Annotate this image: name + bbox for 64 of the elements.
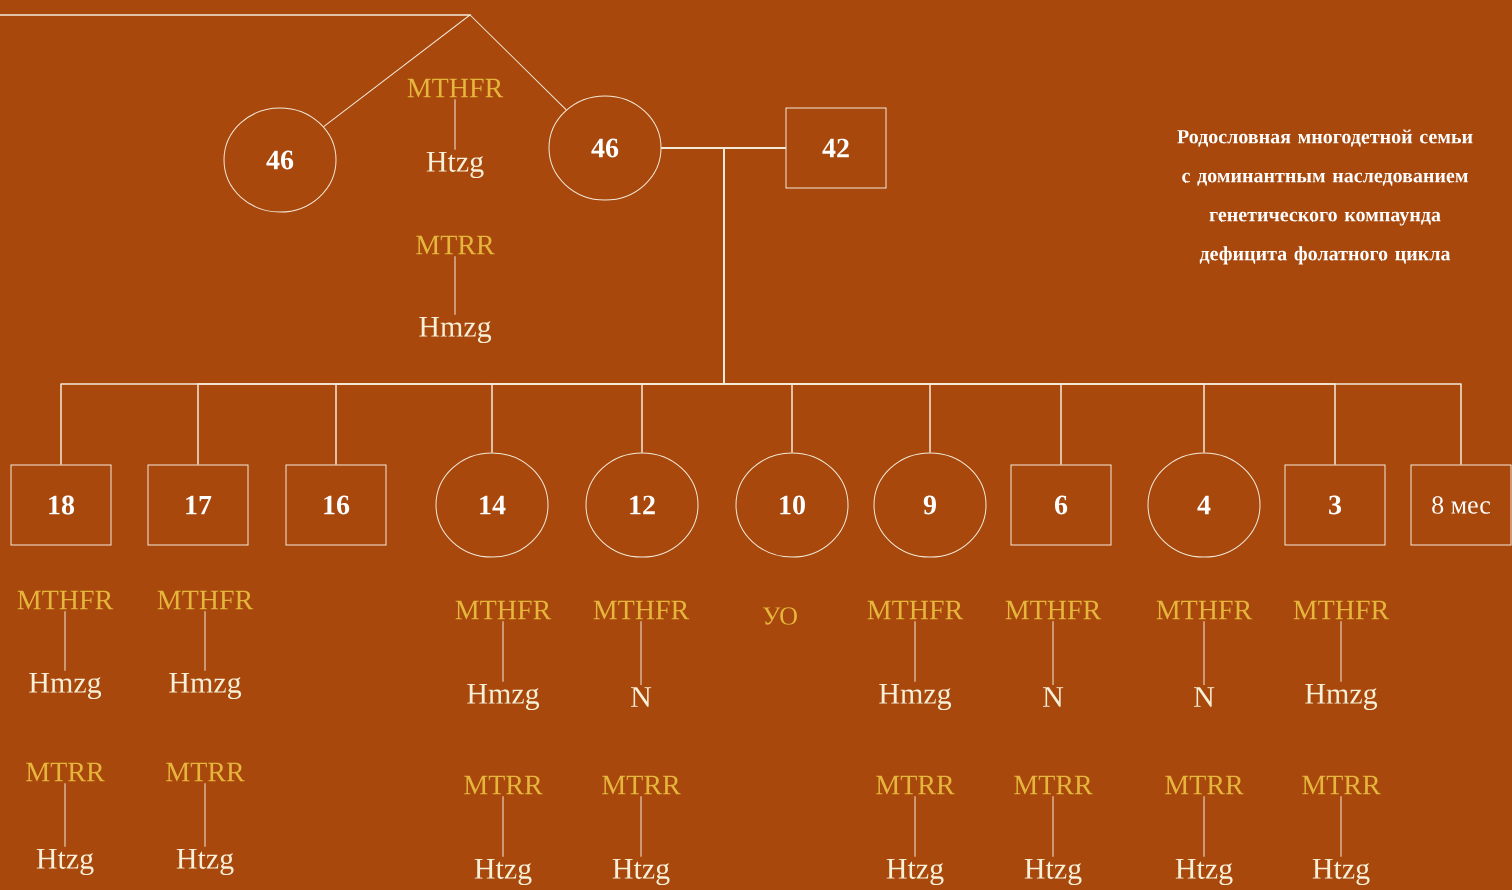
person-box: 18	[10, 464, 112, 546]
genotype: Hmzg	[29, 672, 102, 700]
genotype: Hmzg	[467, 683, 540, 711]
connector-line	[914, 620, 916, 683]
person-box: 16	[285, 464, 387, 546]
gene-name: MTRR	[602, 775, 681, 795]
gene-name: MTHFR	[867, 600, 964, 620]
genotype: Htzg	[36, 848, 94, 876]
note-label: УО	[762, 607, 797, 625]
connector-line	[204, 782, 206, 848]
connector-line	[640, 620, 642, 686]
connector-line	[454, 255, 456, 316]
genotype: Htzg	[474, 858, 532, 886]
connector-line	[502, 620, 504, 683]
person-box: 42	[785, 107, 887, 189]
person-box: 6	[1010, 464, 1112, 546]
title: Родословная многодетной семьи с доминантным наследованием генетического компаунда дефицита фолатного цикла	[1177, 129, 1473, 265]
genotype: Hmzg	[1305, 683, 1378, 711]
gene-name: MTRR	[876, 775, 955, 795]
genotype: Hmzg	[419, 316, 492, 344]
genotype: N	[1194, 687, 1215, 707]
genotype: Hmzg	[169, 672, 242, 700]
person-box: 17	[147, 464, 249, 546]
person-box: 3	[1284, 464, 1386, 546]
genotype: N	[1043, 687, 1064, 707]
connector-line	[502, 795, 504, 858]
genotype: Htzg	[176, 848, 234, 876]
gene-name: MTHFR	[593, 600, 690, 620]
gene-name: MTRR	[416, 235, 495, 255]
genotype: Htzg	[1024, 858, 1082, 886]
connector-line	[1203, 620, 1205, 686]
genotype: Htzg	[1175, 858, 1233, 886]
connector-line	[204, 610, 206, 672]
gene-name: MTRR	[166, 762, 245, 782]
genotype: Htzg	[426, 151, 484, 179]
connector-line	[0, 14, 567, 111]
connector-line	[1203, 795, 1205, 858]
connector-line	[1052, 795, 1054, 858]
gene-name: MTRR	[1165, 775, 1244, 795]
connector-line	[64, 610, 66, 672]
genotype: N	[631, 687, 652, 707]
gene-name: MTRR	[26, 762, 105, 782]
connector-line	[1340, 620, 1342, 683]
connector-line	[1052, 620, 1054, 686]
gene-name: MTHFR	[1293, 600, 1390, 620]
person-box: 8 мес	[1410, 464, 1512, 546]
gene-name: MTRR	[464, 775, 543, 795]
genotype: Htzg	[886, 858, 944, 886]
genotype: Htzg	[612, 858, 670, 886]
gene-name: MTHFR	[157, 590, 254, 610]
gene-name: MTRR	[1302, 775, 1381, 795]
genotype: Hmzg	[879, 683, 952, 711]
gene-name: MTHFR	[407, 78, 504, 98]
gene-name: MTHFR	[17, 590, 114, 610]
gene-name: MTHFR	[455, 600, 552, 620]
connector-line	[914, 795, 916, 858]
connector-line	[640, 795, 642, 858]
gene-name: MTHFR	[1156, 600, 1253, 620]
connector-line	[64, 782, 66, 848]
gene-name: MTRR	[1014, 775, 1093, 795]
gene-name: MTHFR	[1005, 600, 1102, 620]
connector-line	[454, 98, 456, 151]
connector-line	[1340, 795, 1342, 858]
genotype: Htzg	[1312, 858, 1370, 886]
